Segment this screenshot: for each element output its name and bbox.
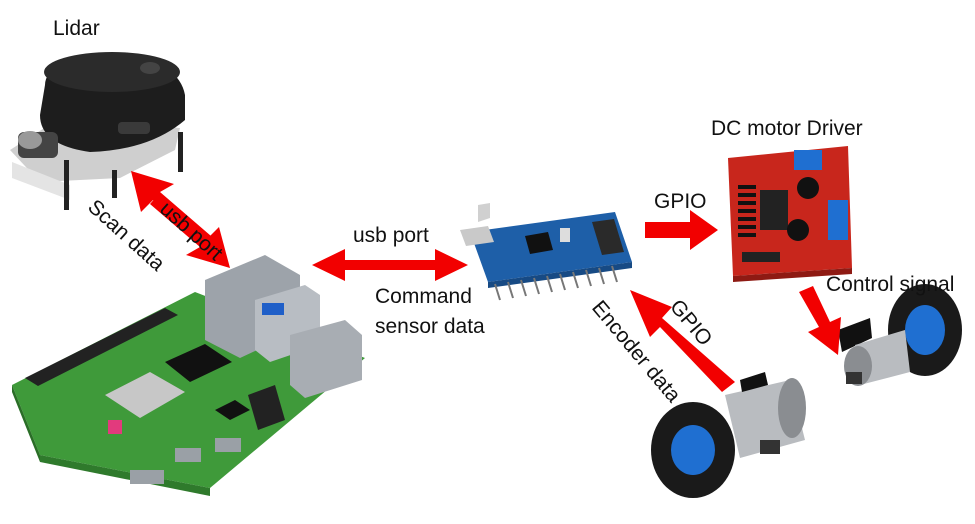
label-gpio-driver: GPIO (654, 190, 707, 213)
dc-motor-driver-icon (728, 146, 852, 282)
arrows (131, 171, 841, 392)
label-command: Command (375, 285, 472, 308)
arduino-nano-icon (460, 203, 632, 301)
raspberry-pi-board-icon (12, 255, 365, 496)
arrow-motor-nano (630, 290, 735, 392)
label-sensor-data: sensor data (375, 315, 485, 338)
arrow-nano-driver (645, 210, 718, 250)
arrow-driver-motor (799, 286, 841, 355)
label-control-signal: Control signal (826, 273, 955, 296)
label-lidar: Lidar (53, 17, 100, 40)
motor-wheel-icon (651, 372, 806, 498)
motor-wheel-icon (838, 284, 962, 386)
arrow-lidar-pi (131, 171, 230, 268)
lidar-sensor-icon (10, 52, 185, 210)
label-usb-port-nano: usb port (353, 224, 429, 247)
arrow-pi-nano (312, 249, 468, 281)
label-dc-motor-driver: DC motor Driver (711, 117, 863, 140)
